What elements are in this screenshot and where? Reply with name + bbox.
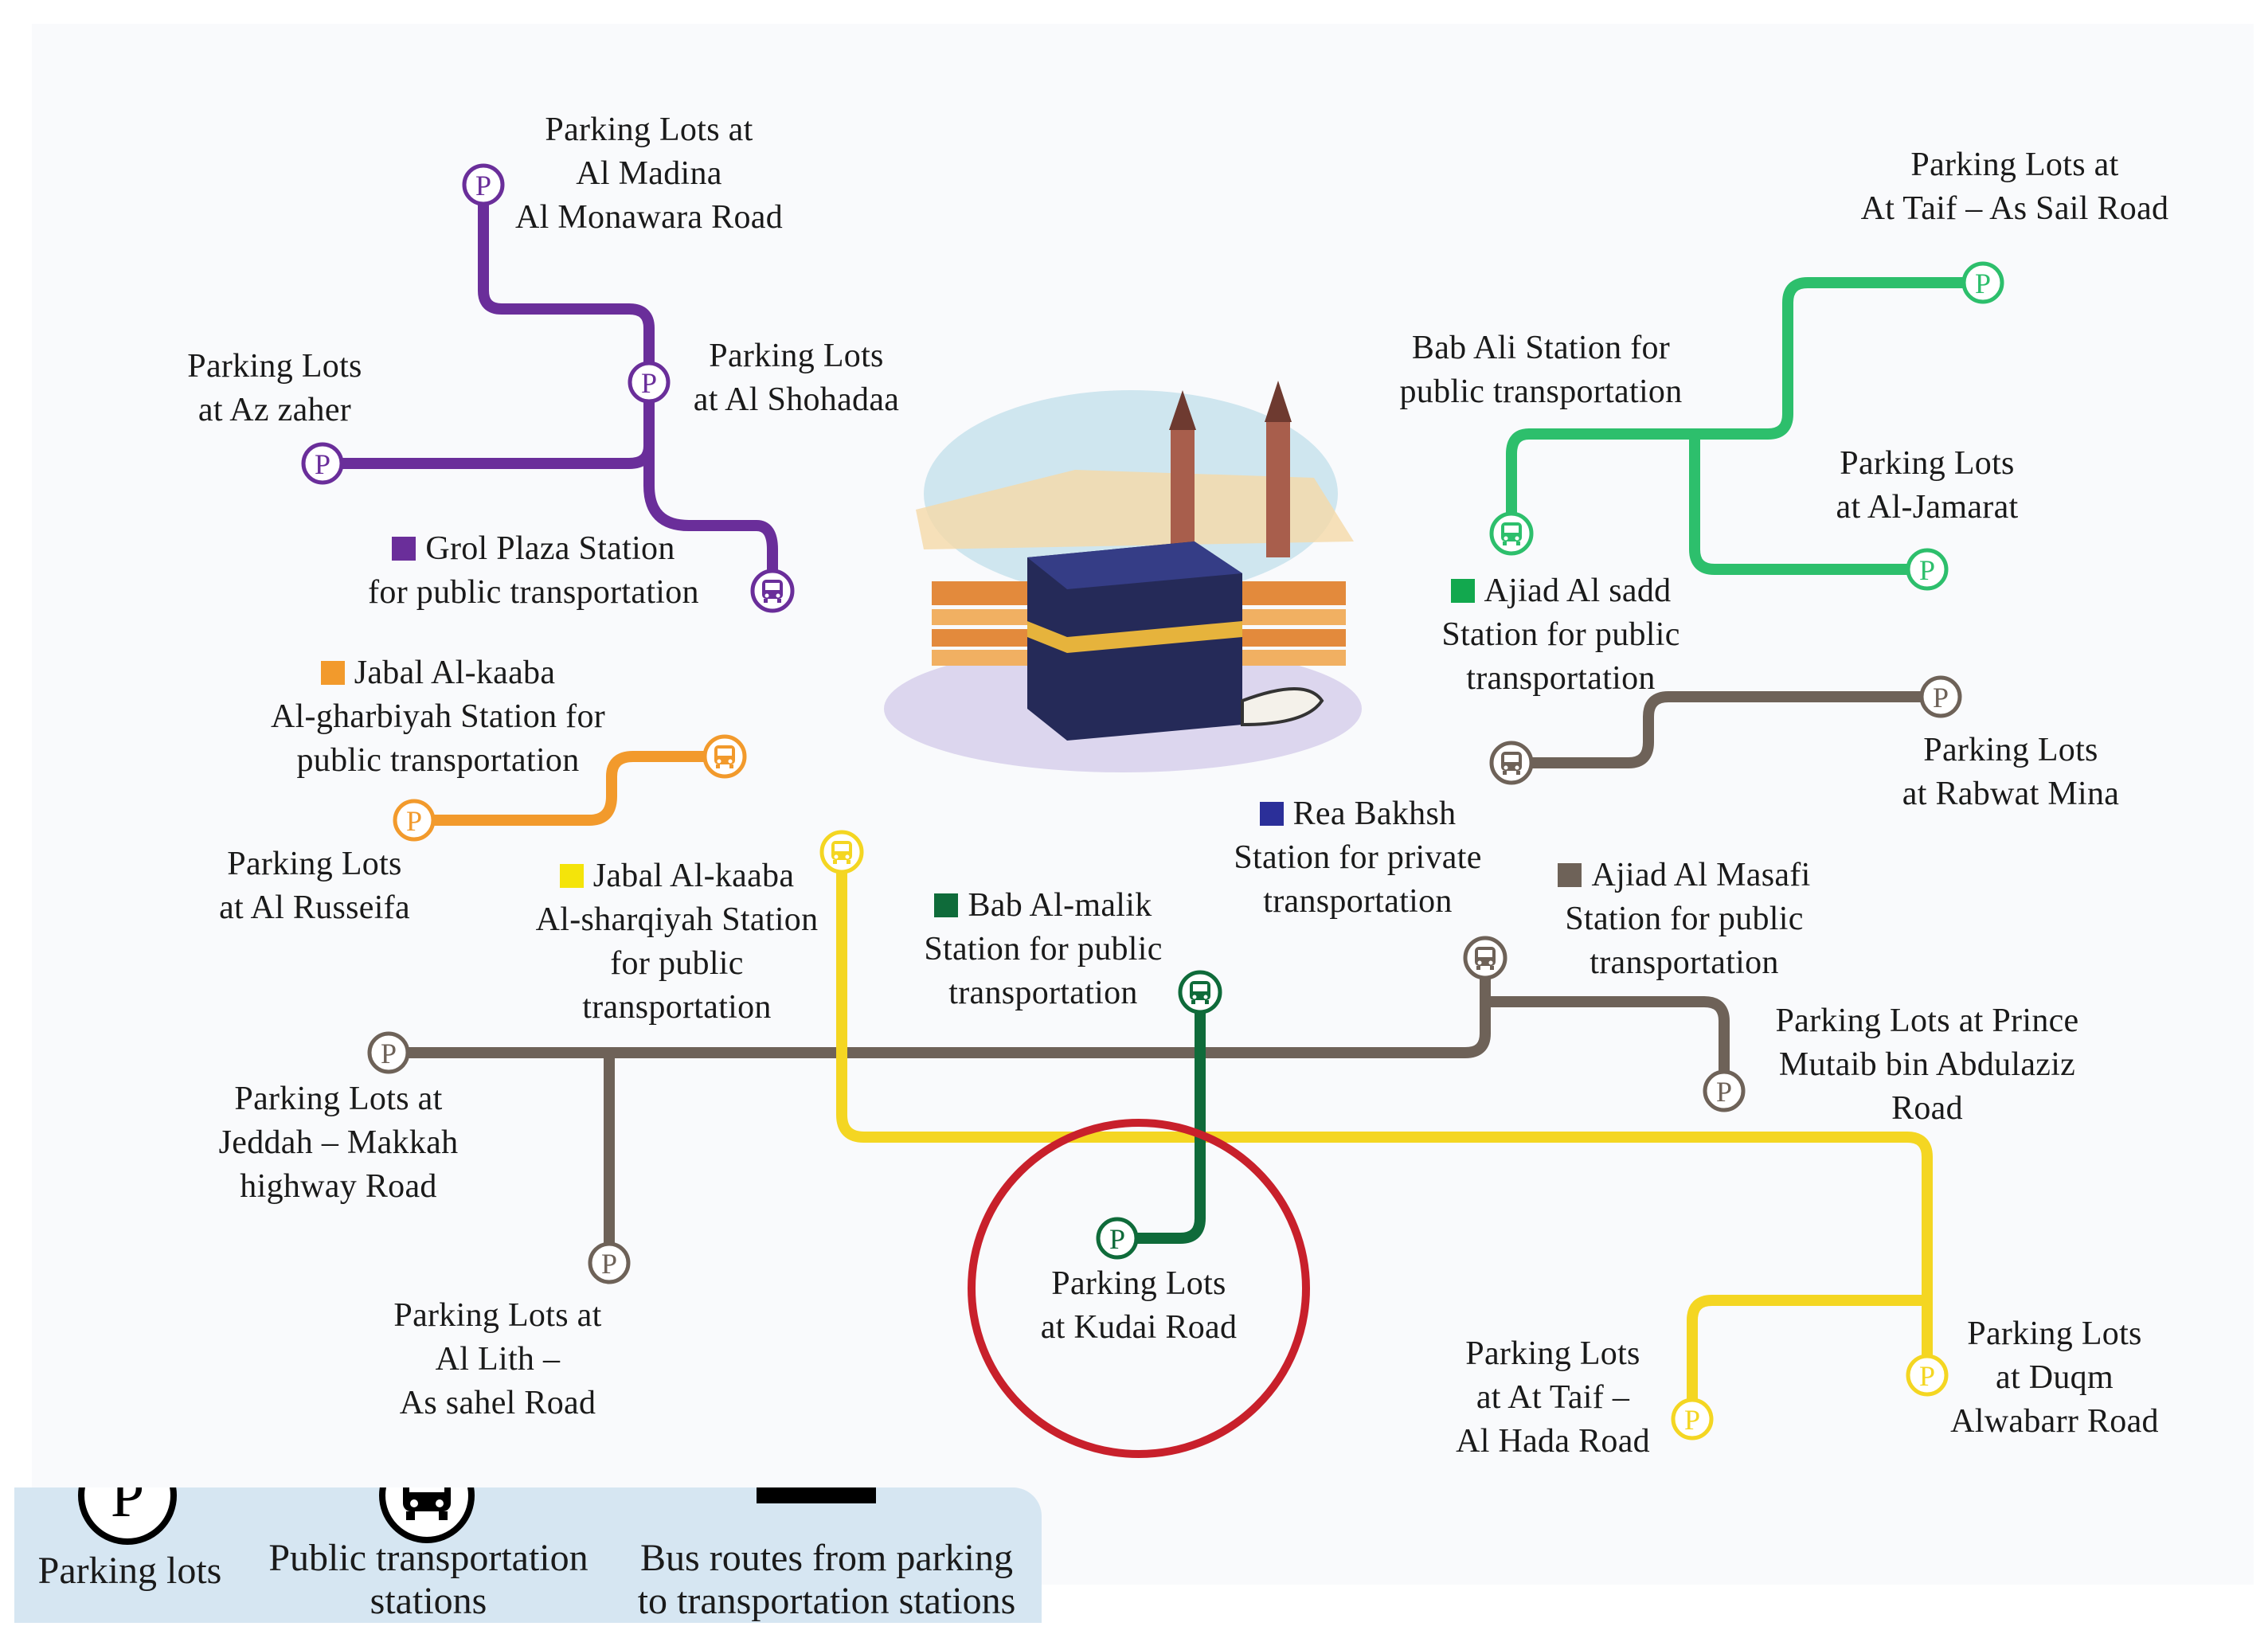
parking-icon-mutaib[interactable] (1705, 1072, 1743, 1110)
label-jeddah: Parking Lots at Jeddah – Makkah highway … (218, 1081, 459, 1205)
label-sharqiyah-text: Jabal Al-kaaba Al-sharqiyah Station for … (535, 858, 819, 1026)
label-gharbiyah: Jabal Al-kaaba Al-gharbiyah Station for … (239, 651, 637, 783)
orange-route (409, 751, 730, 826)
label-russeifa: Parking Lots at Al Russeifa (219, 846, 410, 926)
bus-icon-sadd[interactable] (1492, 743, 1531, 783)
parking-icon-russeifa[interactable] (395, 801, 433, 839)
dark-green-route (1112, 988, 1206, 1244)
label-taif-sail: Parking Lots at At Taif – As Sail Road (1860, 147, 2169, 227)
bus-icon-gharbiyah[interactable] (705, 737, 745, 776)
label-mutaib: Parking Lots at Prince Mutaib bin Abdula… (1775, 1003, 2079, 1127)
legend-symbols: P (78, 1487, 876, 1545)
label-masafi-text: Ajiad Al Masafi Station for public trans… (1565, 857, 1811, 981)
label-grol: Grol Plaza Station for public transporta… (342, 527, 725, 615)
label-sadd-text: Ajiad Al sadd Station for public transpo… (1441, 573, 1680, 697)
legend-routes-label: Bus routes from parking to transportatio… (637, 1537, 1016, 1622)
yellow-key-square (559, 864, 584, 888)
label-rea-text: Rea Bakhsh Station for private transport… (1234, 796, 1482, 920)
parking-icon-lith[interactable] (590, 1244, 628, 1282)
yellow-route (836, 846, 1933, 1423)
parking-icon-rabwat[interactable] (1922, 678, 1960, 716)
parking-icon-jamarat[interactable] (1908, 550, 1946, 588)
legend-bus-icon (379, 1487, 475, 1543)
label-gharbiyah-text: Jabal Al-kaaba Al-gharbiyah Station for … (270, 655, 606, 779)
bus-icon-babali[interactable] (1492, 514, 1531, 553)
label-azzaher: Parking Lots at Az zaher (187, 348, 362, 428)
parking-icon-jeddah[interactable] (370, 1034, 408, 1072)
legend-stations-label: Public transportation stations (268, 1537, 589, 1622)
purple-key-square (392, 537, 416, 561)
bus-icon-grol[interactable] (753, 571, 792, 611)
label-babmalik-text: Bab Al-malik Station for public transpor… (924, 887, 1163, 1011)
parking-icon-kudai[interactable] (1098, 1219, 1136, 1257)
parking-icon-azzaher[interactable] (303, 444, 342, 483)
label-babali: Bab Ali Station for public transportatio… (1399, 330, 1683, 410)
label-duqm: Parking Lots at Duqm Alwabarr Road (1950, 1315, 2159, 1440)
legend-panel: P Parking lots Public transportation sta… (14, 1487, 1042, 1623)
legend-parking-icon: P (78, 1487, 177, 1545)
label-masafi: Ajiad Al Masafi Station for public trans… (1513, 854, 1855, 985)
purple-route (317, 179, 778, 595)
label-babmalik: Bab Al-malik Station for public transpor… (884, 884, 1202, 1015)
bus-icon-masafi[interactable] (1465, 938, 1505, 978)
light-green-route (1506, 277, 1988, 575)
svg-text:P: P (111, 1487, 144, 1530)
kudai-highlight-circle (968, 1119, 1310, 1458)
kaaba-illustration (884, 381, 1362, 772)
orange-key-square (320, 661, 345, 685)
brown-route (383, 691, 1946, 1268)
label-madina: Parking Lots at Al Madina Al Monawara Ro… (514, 111, 784, 236)
label-sadd: Ajiad Al sadd Station for public transpo… (1402, 569, 1720, 701)
label-sharqiyah: Jabal Al-kaaba Al-sharqiyah Station for … (510, 854, 844, 1030)
label-lith: Parking Lots at Al Lith – As sahel Road (393, 1297, 602, 1421)
label-rea: Rea Bakhsh Station for private transport… (1202, 792, 1513, 924)
dark-green-key-square (934, 893, 959, 917)
blue-key-square (1259, 802, 1284, 826)
label-rabwat: Parking Lots at Rabwat Mina (1902, 732, 2120, 812)
legend-parking-label: Parking lots (37, 1550, 222, 1592)
parking-icon-taif-sail[interactable] (1964, 264, 2002, 302)
label-hada: Parking Lots at At Taif – Al Hada Road (1456, 1335, 1650, 1460)
label-kudai: Parking Lots at Kudai Road (1040, 1265, 1238, 1346)
parking-icon-shohadaa[interactable] (630, 363, 668, 401)
label-jamarat: Parking Lots at Al-Jamarat (1836, 445, 2019, 526)
label-grol-text: Grol Plaza Station for public transporta… (368, 530, 699, 611)
legend-route-line (757, 1487, 876, 1503)
label-shohadaa: Parking Lots at Al Shohadaa (693, 338, 900, 418)
brown-key-square (1558, 863, 1582, 887)
light-green-key-square (1450, 579, 1475, 603)
